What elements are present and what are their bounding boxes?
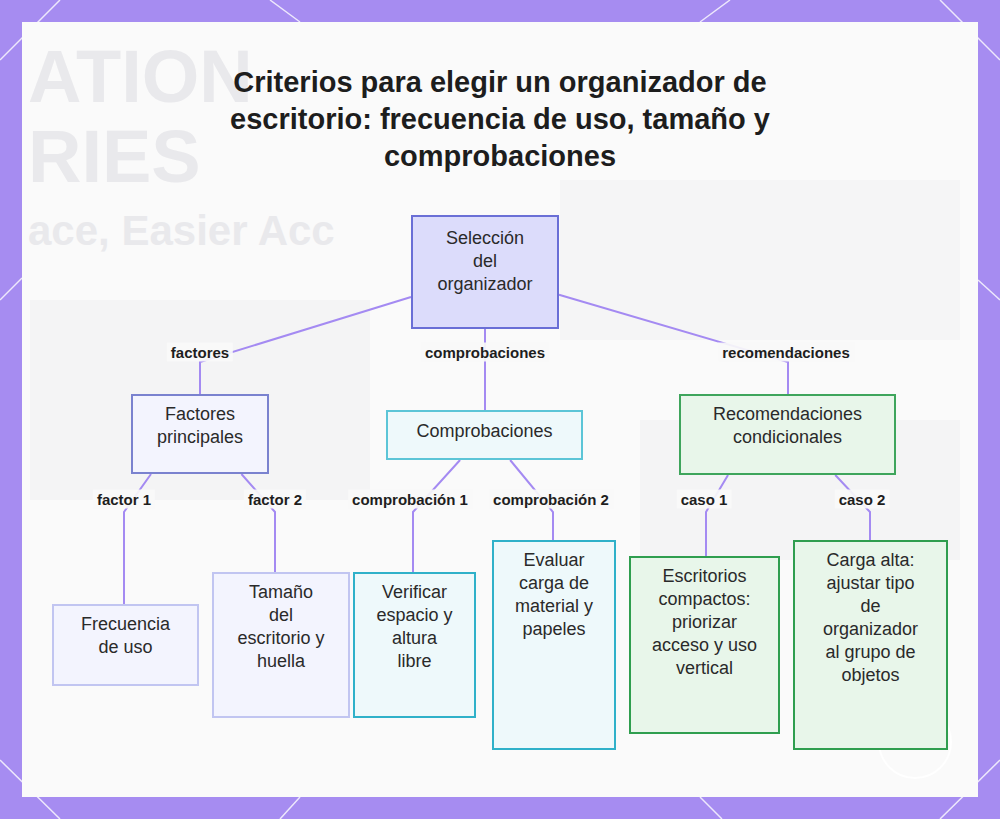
corner-line: [280, 797, 300, 819]
edge-label: factor 1: [93, 490, 155, 509]
node-text: Frecuencia de uso: [70, 613, 181, 659]
process-box: Verificar espacio y altura libre: [353, 572, 476, 718]
process-box: Recomendaciones condicionales: [679, 394, 896, 475]
node-text: Recomendaciones condicionales: [691, 403, 884, 449]
watermark-text: ATION: [28, 40, 253, 114]
process-box: Factores principales: [131, 394, 269, 474]
edge-label: comprobación 2: [489, 490, 613, 509]
node-text: Evaluar carga de material y papeles: [508, 549, 600, 641]
edge-label: comprobaciones: [421, 343, 549, 362]
diagram-title: Criterios para elegir un organizador de …: [210, 64, 790, 175]
node-text: Comprobaciones: [398, 420, 571, 443]
node-text: Escritorios compactos: priorizar acceso …: [651, 565, 758, 680]
corner-line: [0, 278, 22, 300]
process-box: Comprobaciones: [386, 410, 583, 460]
corner-line: [700, 797, 722, 819]
node-text: Factores principales: [143, 403, 257, 449]
edge-label: recomendaciones: [718, 343, 854, 362]
process-box: Tamaño del escritorio y huella: [212, 572, 350, 718]
watermark-text: ace, Easier Acc: [28, 210, 335, 252]
edge-label: factor 2: [244, 490, 306, 509]
node-text: Carga alta: ajustar tipo de organizador …: [815, 549, 926, 687]
process-box: Carga alta: ajustar tipo de organizador …: [793, 540, 948, 750]
edge-label: caso 1: [677, 490, 732, 509]
corner-line: [700, 0, 730, 22]
watermark-text: RIES: [28, 120, 201, 194]
faded-photo: [30, 300, 370, 500]
edge-label: caso 2: [835, 490, 890, 509]
corner-line: [978, 280, 1000, 300]
connector-line: [413, 460, 460, 572]
process-box: Escritorios compactos: priorizar acceso …: [629, 556, 780, 734]
process-box: Selección del organizador: [411, 215, 559, 329]
node-text: Verificar espacio y altura libre: [373, 581, 456, 673]
corner-line: [270, 0, 300, 22]
edge-label: comprobación 1: [348, 490, 472, 509]
connector-line: [706, 475, 728, 556]
connector-line: [484, 329, 486, 410]
edge-label: factores: [167, 343, 233, 362]
process-box: Evaluar carga de material y papeles: [492, 540, 616, 750]
process-box: Frecuencia de uso: [52, 604, 199, 686]
faded-photo: [560, 180, 960, 340]
node-text: Selección del organizador: [437, 227, 533, 296]
content-panel: [22, 22, 978, 797]
node-text: Tamaño del escritorio y huella: [236, 581, 326, 673]
title-text: Criterios para elegir un organizador de …: [210, 64, 790, 175]
